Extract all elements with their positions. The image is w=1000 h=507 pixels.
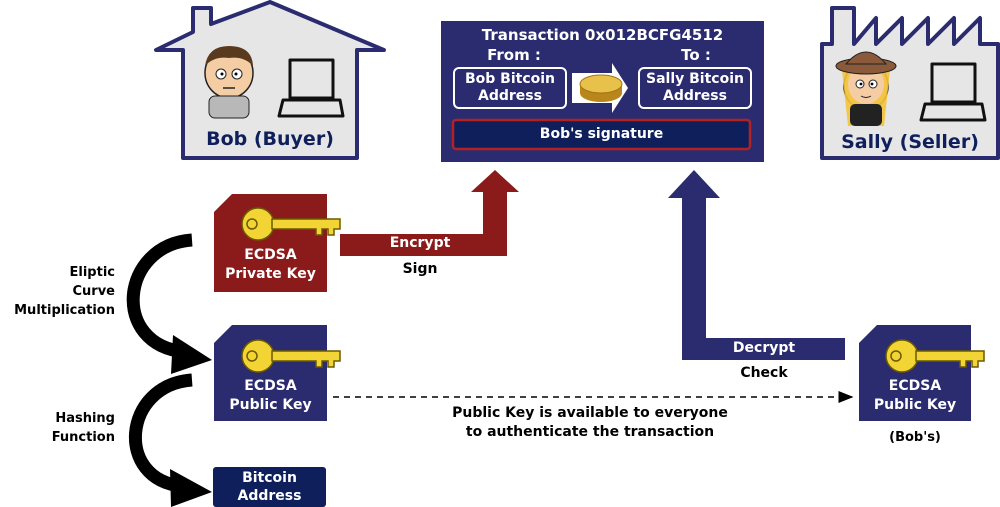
curve-label-line2: Curve — [72, 284, 116, 299]
bitcoin-address-label: Bitcoin Address — [213, 469, 326, 505]
public-note-line2: to authenticate the transaction — [465, 424, 715, 440]
private-key-label: ECDSA Private Key — [214, 246, 327, 284]
decrypt-label: Decrypt — [732, 340, 796, 356]
curve-label-line1: Eliptic — [69, 265, 115, 280]
private-key-line2: Private Key — [225, 266, 316, 282]
public-key-card — [214, 325, 327, 421]
decrypt-arrow — [668, 170, 845, 360]
to-label: To : — [681, 46, 711, 64]
public-note-line1: Public Key is available to everyone — [452, 405, 728, 421]
hash-label-line1: Hashing — [55, 411, 115, 426]
from-address-line2: Address — [478, 88, 542, 104]
curve-label-line3: Multiplication — [14, 303, 115, 318]
private-key-line1: ECDSA — [244, 247, 297, 263]
bobs-owner-label: (Bob's) — [889, 430, 941, 445]
curve-multiplication-label: Eliptic Curve Multiplication — [0, 263, 115, 320]
bob-laptop-icon — [277, 58, 345, 118]
transaction-title: Transaction 0x012BCFG4512 — [481, 26, 724, 44]
bitcoin-address-line1: Bitcoin — [242, 470, 297, 486]
coin-icon — [579, 74, 623, 102]
bobs-public-key-line2: Public Key — [873, 397, 957, 413]
curve-arrow-2 — [129, 373, 193, 493]
bob-label: Bob (Buyer) — [206, 128, 334, 150]
sally-label: Sally (Seller) — [841, 131, 979, 153]
public-key-note: Public Key is available to everyone to a… — [400, 404, 780, 442]
sign-label: Sign — [402, 261, 438, 277]
hashing-function-label: Hashing Function — [0, 409, 115, 447]
bob-avatar-icon — [204, 46, 254, 119]
check-label: Check — [740, 365, 788, 381]
to-address-line2: Address — [663, 88, 727, 104]
public-key-line2: Public Key — [229, 397, 312, 413]
signature-box — [451, 118, 752, 151]
bobs-public-key-line1: ECDSA — [888, 378, 942, 394]
encrypt-label: Encrypt — [389, 235, 451, 251]
signature-label: Bob's signature — [539, 126, 664, 142]
bobs-public-key-label: ECDSA Public Key — [859, 377, 971, 415]
curve-arrow-1 — [126, 233, 193, 359]
curve-arrowhead-2 — [170, 469, 212, 507]
curve-arrowhead-1 — [171, 335, 212, 374]
from-label: From : — [487, 46, 541, 64]
to-address-line1: Sally Bitcoin — [646, 71, 744, 87]
sally-laptop-icon — [919, 62, 987, 122]
public-key-label: ECDSA Public Key — [214, 377, 327, 415]
bob-house — [154, 0, 386, 160]
bitcoin-address-line2: Address — [237, 488, 302, 504]
encrypt-arrow — [340, 170, 519, 256]
from-address-box: Bob Bitcoin Address — [453, 67, 567, 109]
bitcoin-address-card — [213, 467, 326, 507]
from-address-line1: Bob Bitcoin — [464, 71, 556, 87]
to-address-box: Sally Bitcoin Address — [638, 67, 752, 109]
hash-label-line2: Function — [51, 430, 115, 445]
public-key-line1: ECDSA — [244, 378, 297, 394]
sally-avatar-icon — [835, 51, 897, 126]
